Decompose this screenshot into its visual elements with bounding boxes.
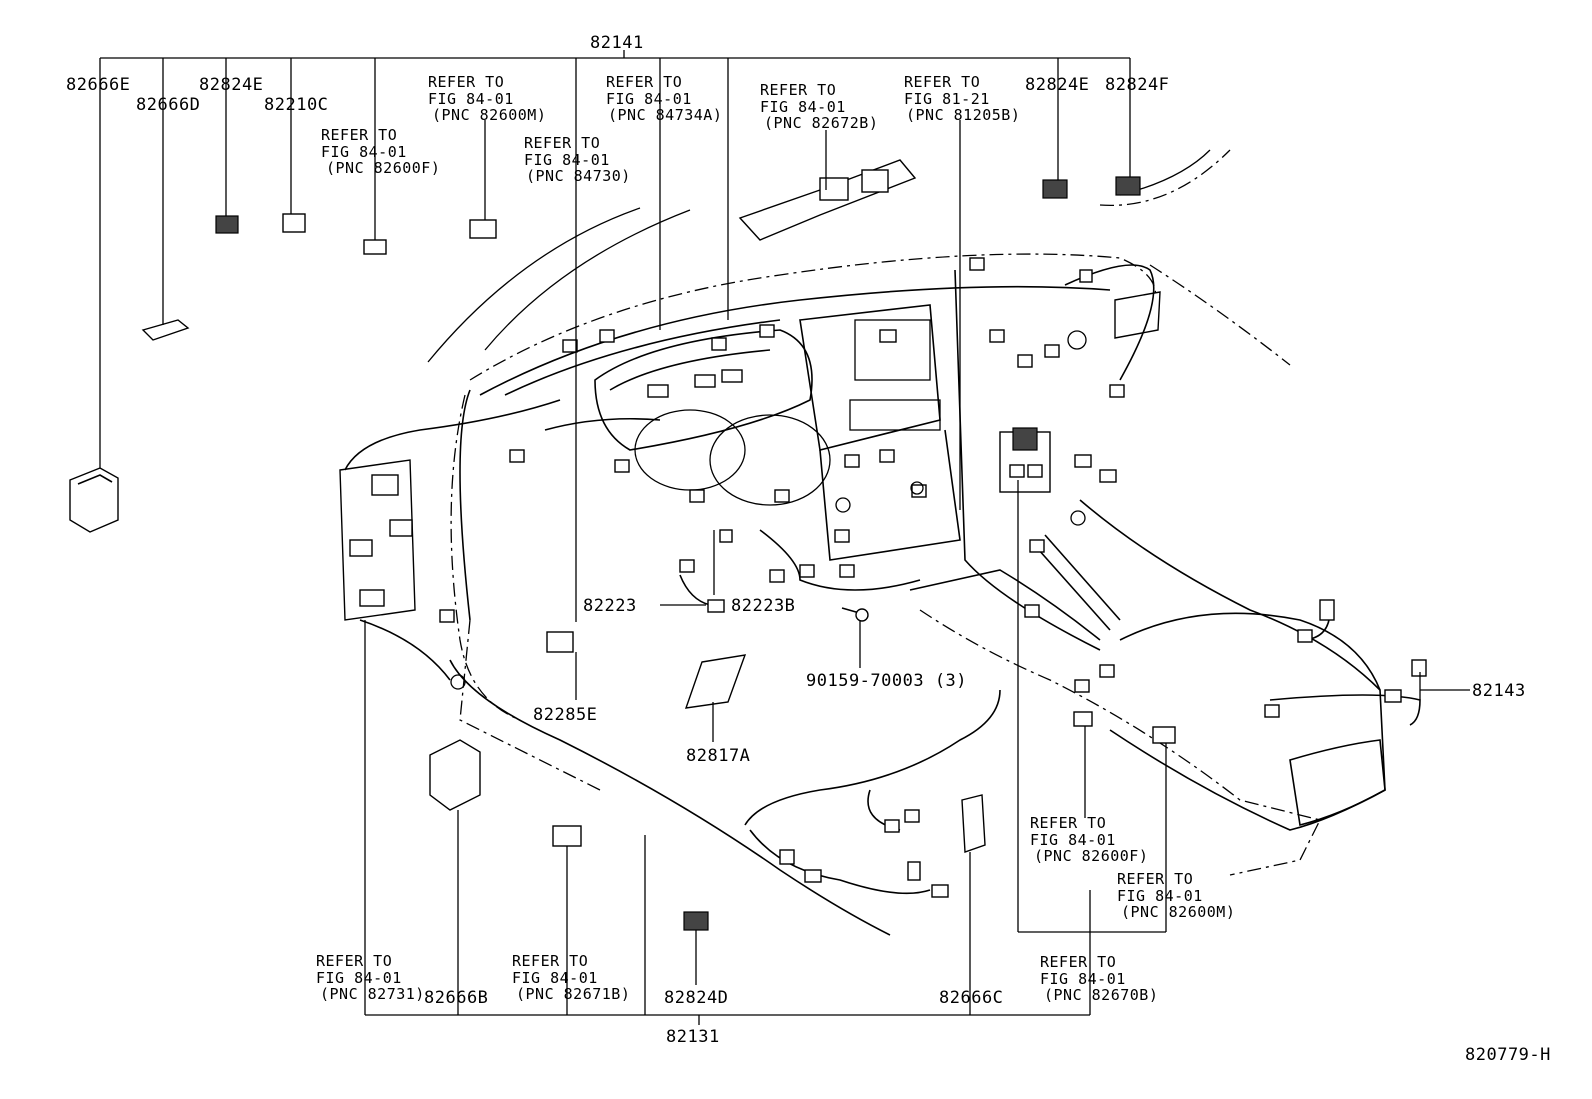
svg-text:(PNC 84734A): (PNC 84734A) xyxy=(608,106,722,124)
part-number-82666C: 82666C xyxy=(939,988,1003,1008)
svg-text:REFER TO: REFER TO xyxy=(1117,870,1193,888)
connector-icon xyxy=(282,213,306,233)
svg-text:(PNC 82672B): (PNC 82672B) xyxy=(764,114,878,132)
refer-note-82600F-bottom: REFER TO FIG 84-01 (PNC 82600F) xyxy=(1030,814,1148,865)
leader-lines xyxy=(99,50,1470,1025)
svg-text:(PNC 82671B): (PNC 82671B) xyxy=(516,985,630,1003)
relay-icon xyxy=(69,467,119,533)
svg-text:(PNC 82600M): (PNC 82600M) xyxy=(432,106,546,124)
part-number-82817A: 82817A xyxy=(686,746,750,766)
part-icons xyxy=(69,159,1176,931)
svg-text:FIG 84-01: FIG 84-01 xyxy=(606,90,692,108)
svg-text:REFER TO: REFER TO xyxy=(316,952,392,970)
svg-text:FIG 84-01: FIG 84-01 xyxy=(760,98,846,116)
bolt-icon xyxy=(841,607,869,622)
svg-text:REFER TO: REFER TO xyxy=(606,73,682,91)
svg-text:FIG 84-01: FIG 84-01 xyxy=(1030,831,1116,849)
part-number-82223B: 82223B xyxy=(731,596,795,616)
connector-icon xyxy=(1152,726,1176,744)
refer-note-82671B: REFER TO FIG 84-01 (PNC 82671B) xyxy=(512,952,630,1003)
svg-text:(PNC 82731): (PNC 82731) xyxy=(320,985,425,1003)
part-number-82824E: 82824E xyxy=(199,75,263,95)
relay-icon xyxy=(429,739,481,811)
connector-icon xyxy=(683,911,709,931)
relay-block-icon xyxy=(738,159,917,241)
refer-note-84734A: REFER TO FIG 84-01 (PNC 84734A) xyxy=(606,73,722,124)
connector-icon xyxy=(1042,179,1068,199)
svg-text:REFER TO: REFER TO xyxy=(1030,814,1106,832)
connector-icon xyxy=(1115,176,1141,196)
svg-text:(PNC 82670B): (PNC 82670B) xyxy=(1044,986,1158,1004)
refer-note-82672B: REFER TO FIG 84-01 (PNC 82672B) xyxy=(760,81,878,132)
refer-note-82731: REFER TO FIG 84-01 (PNC 82731) xyxy=(316,952,425,1003)
svg-text:FIG 84-01: FIG 84-01 xyxy=(428,90,514,108)
part-number-82143: 82143 xyxy=(1472,681,1526,701)
part-number-82285E: 82285E xyxy=(533,705,597,725)
svg-text:REFER TO: REFER TO xyxy=(904,73,980,91)
refer-note-82600M-bottom: REFER TO FIG 84-01 (PNC 82600M) xyxy=(1117,870,1235,921)
label-sheet-icon xyxy=(684,654,747,709)
connector-icon xyxy=(215,215,239,234)
clip-icon xyxy=(141,319,190,341)
svg-text:REFER TO: REFER TO xyxy=(428,73,504,91)
part-number-82824F: 82824F xyxy=(1105,75,1169,95)
refer-note-82600F-top: REFER TO FIG 84-01 (PNC 82600F) xyxy=(321,126,440,177)
part-number-82223: 82223 xyxy=(583,596,637,616)
svg-text:REFER TO: REFER TO xyxy=(512,952,588,970)
svg-text:REFER TO: REFER TO xyxy=(1040,953,1116,971)
connector-icon xyxy=(552,825,582,847)
figure-code: 820779-H xyxy=(1465,1045,1551,1065)
part-number-82141: 82141 xyxy=(590,33,644,53)
instrument-panel-wire-harness-drawing xyxy=(339,149,1427,936)
refer-note-82600M-top: REFER TO FIG 84-01 (PNC 82600M) xyxy=(428,73,546,124)
svg-text:(PNC 82600F): (PNC 82600F) xyxy=(1034,847,1148,865)
part-number-82666B: 82666B xyxy=(424,988,488,1008)
connector-icon xyxy=(1073,711,1093,727)
refer-note-82670B: REFER TO FIG 84-01 (PNC 82670B) xyxy=(1040,953,1158,1004)
connector-icon xyxy=(363,239,387,255)
svg-text:REFER TO: REFER TO xyxy=(321,126,397,144)
refer-note-81205B: REFER TO FIG 81-21 (PNC 81205B) xyxy=(904,73,1020,124)
svg-text:FIG 84-01: FIG 84-01 xyxy=(524,151,610,169)
svg-text:REFER TO: REFER TO xyxy=(760,81,836,99)
junction-block-icon xyxy=(999,427,1051,493)
svg-text:FIG 84-01: FIG 84-01 xyxy=(316,969,402,987)
svg-text:(PNC 84730): (PNC 84730) xyxy=(526,167,631,185)
part-number-82131: 82131 xyxy=(666,1027,720,1047)
svg-text:FIG 84-01: FIG 84-01 xyxy=(512,969,598,987)
connector-icon xyxy=(546,631,574,653)
connector-icon xyxy=(469,219,497,239)
part-number-90159-70003: 90159-70003 (3) xyxy=(806,671,967,691)
svg-text:(PNC 82600M): (PNC 82600M) xyxy=(1121,903,1235,921)
part-number-82666D: 82666D xyxy=(136,95,200,115)
connector-icon xyxy=(961,794,986,853)
part-labels: 82141 82666E 82666D 82824E 82210C 82824E… xyxy=(66,33,1551,1065)
part-number-82824D: 82824D xyxy=(664,988,728,1008)
part-number-82666E: 82666E xyxy=(66,75,130,95)
part-number-82824E-right: 82824E xyxy=(1025,75,1089,95)
svg-text:REFER TO: REFER TO xyxy=(524,134,600,152)
svg-text:FIG 84-01: FIG 84-01 xyxy=(1117,887,1203,905)
svg-text:FIG 84-01: FIG 84-01 xyxy=(1040,970,1126,988)
part-number-82210C: 82210C xyxy=(264,95,328,115)
svg-text:(PNC 81205B): (PNC 81205B) xyxy=(906,106,1020,124)
svg-text:FIG 81-21: FIG 81-21 xyxy=(904,90,990,108)
svg-text:(PNC 82600F): (PNC 82600F) xyxy=(326,159,440,177)
refer-notes: REFER TO FIG 84-01 (PNC 82600M) REFER TO… xyxy=(316,73,1235,1004)
refer-note-84730: REFER TO FIG 84-01 (PNC 84730) xyxy=(524,134,631,185)
svg-text:FIG 84-01: FIG 84-01 xyxy=(321,143,407,161)
